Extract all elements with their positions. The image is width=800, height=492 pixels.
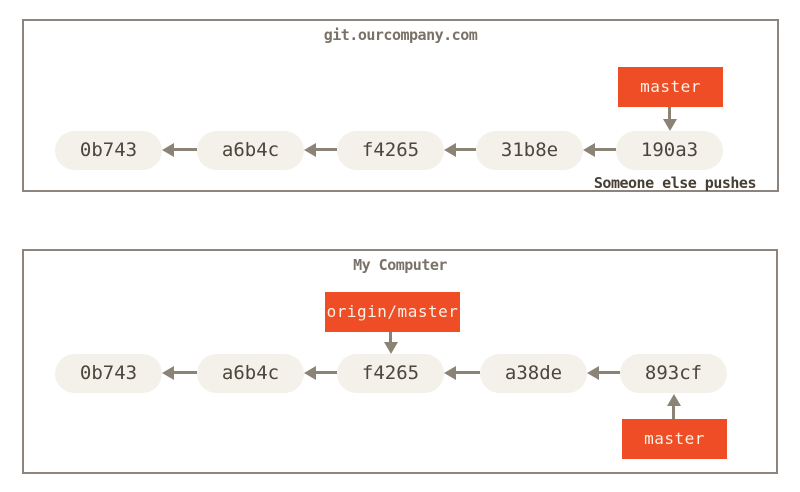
local-branch-label-master: master <box>622 419 727 459</box>
local-commit-node-a38de: a38de <box>480 354 587 393</box>
local-repo-box: My Computer <box>22 249 778 474</box>
annotation-someone-else-pushes: Someone else pushes <box>593 174 757 192</box>
server-repo-box: git.ourcompany.com <box>22 19 779 192</box>
server-commit-node-a6b4c: a6b4c <box>197 131 304 170</box>
server-commit-arrow-190a3-31b8e <box>583 143 616 157</box>
server-commit-arrow-31b8e-f4265 <box>444 143 476 157</box>
local-commit-node-0b743: 0b743 <box>55 354 162 393</box>
server-commit-node-31b8e: 31b8e <box>476 131 583 170</box>
local-commit-node-893cf: 893cf <box>620 354 727 393</box>
server-commit-node-190a3: 190a3 <box>616 131 723 170</box>
local-commit-arrow-f4265-a6b4c <box>304 366 337 380</box>
server-branch-arrow <box>663 107 677 131</box>
server-commit-node-f4265: f4265 <box>337 131 444 170</box>
local-commit-arrow-a6b4c-0b743 <box>162 366 197 380</box>
server-commit-node-0b743: 0b743 <box>55 131 162 170</box>
local-repo-title: My Computer <box>353 256 447 274</box>
server-commit-arrow-a6b4c-0b743 <box>162 143 197 157</box>
server-repo-title: git.ourcompany.com <box>323 26 478 44</box>
local-commit-node-f4265: f4265 <box>337 354 444 393</box>
server-branch-label-master: master <box>618 67 723 107</box>
local-commit-arrow-893cf-a38de <box>587 366 620 380</box>
local-commit-node-a6b4c: a6b4c <box>197 354 304 393</box>
local-remote-tracking-arrow <box>384 332 398 354</box>
local-remote-tracking-label-origin-master: origin/master <box>325 292 460 332</box>
local-commit-arrow-a38de-f4265 <box>444 366 480 380</box>
server-commit-arrow-f4265-a6b4c <box>304 143 337 157</box>
local-branch-arrow <box>667 394 681 419</box>
